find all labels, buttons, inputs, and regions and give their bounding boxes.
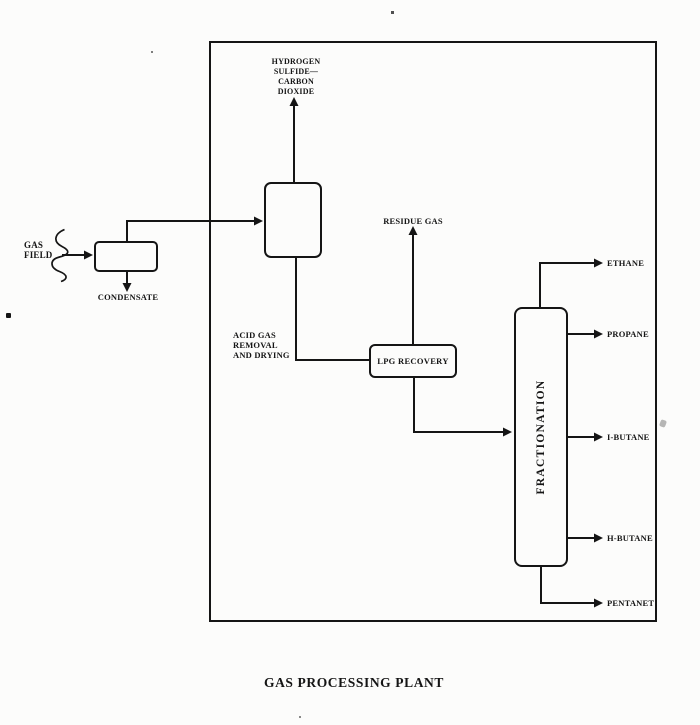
scan-speck-upper-left	[151, 51, 153, 53]
lpg-recovery-box: LPG RECOVERY	[369, 344, 457, 378]
i-butane-arrowhead	[594, 432, 603, 442]
pentanes-arrowhead	[594, 598, 603, 608]
gas-field-squiggle	[51, 228, 69, 283]
condensate-arrowhead	[122, 283, 132, 292]
gas-field-label: GAS FIELD	[24, 240, 53, 260]
separator-to-acid-line	[126, 220, 255, 242]
fractionation-label: FRACTIONATION	[535, 379, 547, 495]
acid-gas-removal-box	[264, 182, 322, 258]
acid-offgas-line1: HYDROGEN	[271, 57, 321, 66]
propane-arrowhead	[594, 329, 603, 339]
residue-gas-arrowhead	[408, 226, 418, 235]
residue-gas-label: RESIDUE GAS	[383, 216, 443, 226]
separator-to-acid-arrowhead	[254, 216, 263, 226]
acid-offgas-line4: DIOXIDE	[277, 87, 315, 96]
inlet-separator-box	[94, 241, 158, 272]
gas-field-label-line2: FIELD	[24, 250, 53, 260]
acid-gas-removal-line1: ACID GAS	[233, 330, 276, 340]
feed-arrowhead	[84, 250, 93, 260]
acid-gas-removal-label: ACID GAS REMOVAL AND DRYING	[233, 330, 290, 360]
acid-offgas-line2: SULFIDE—	[273, 67, 319, 76]
pentanes-line	[540, 566, 595, 604]
acid-gas-removal-line2: REMOVAL	[233, 340, 278, 350]
plant-boundary-frame	[209, 41, 657, 622]
gas-field-label-line1: GAS	[24, 240, 44, 250]
lpg-to-fractionation-line	[413, 377, 504, 433]
acid-offgas-line3: CARBON	[278, 77, 314, 86]
acid-to-lpg-line	[295, 257, 370, 361]
ethane-line	[539, 262, 595, 308]
h-butane-arrowhead	[594, 533, 603, 543]
acid-offgas-label: HYDROGEN SULFIDE— CARBON DIOXIDE	[258, 57, 334, 97]
fractionation-box	[514, 307, 568, 567]
acid-gas-removal-line3: AND DRYING	[233, 350, 290, 360]
scan-speck-top	[391, 11, 394, 14]
product-label-ethane: ETHANE	[607, 258, 645, 268]
scan-speck-left	[6, 313, 11, 318]
product-label-propane: PROPANE	[607, 329, 649, 339]
lpg-recovery-label: LPG RECOVERY	[377, 356, 449, 366]
lpg-to-fractionation-arrowhead	[503, 427, 512, 437]
product-label-i-butane: I-BUTANE	[607, 432, 650, 442]
acid-offgas-arrowhead	[289, 97, 299, 106]
scan-speck-bottom	[299, 716, 301, 718]
product-label-h-butane: H-BUTANE	[607, 533, 653, 543]
diagram-title: GAS PROCESSING PLANT	[263, 675, 445, 690]
ethane-arrowhead	[594, 258, 603, 268]
product-label-pentanes: PENTANET	[607, 598, 655, 608]
condensate-label: CONDENSATE	[97, 292, 159, 302]
